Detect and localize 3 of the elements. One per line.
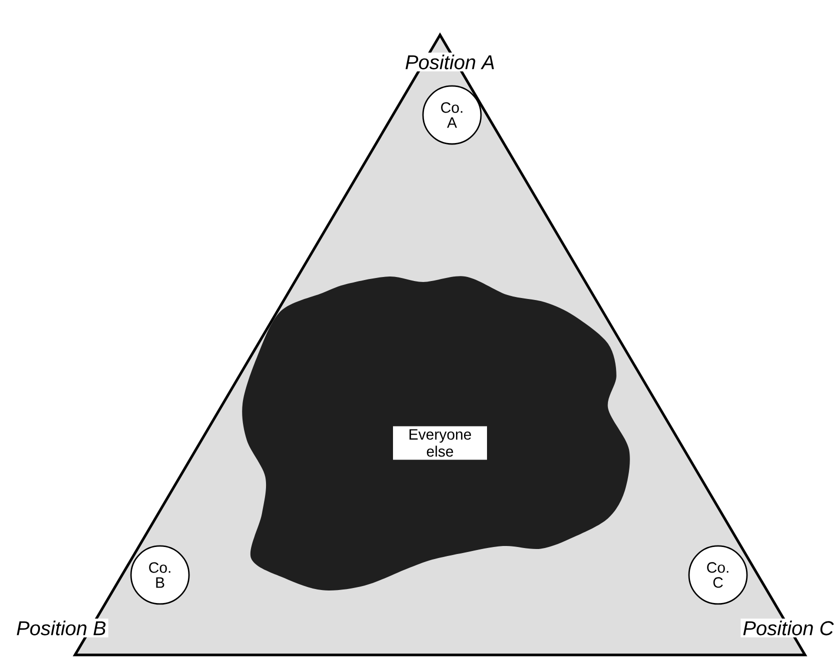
position-label: Position B bbox=[14, 618, 108, 638]
position-label: Position C bbox=[740, 618, 836, 638]
position-label: Position A bbox=[402, 52, 498, 72]
